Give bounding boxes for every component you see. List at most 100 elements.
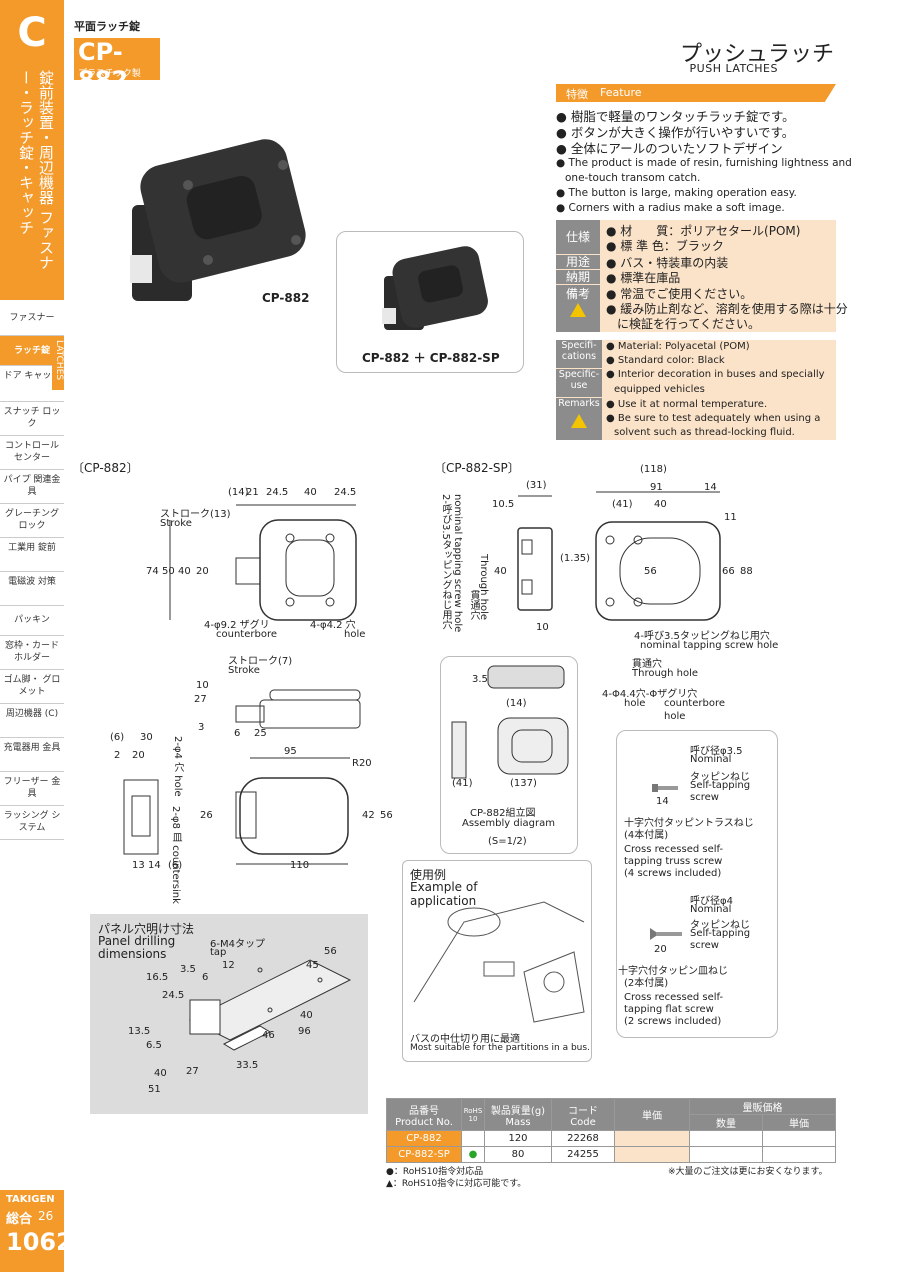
panel-drilling-diagram [188, 959, 352, 1051]
spec-color: ● 標 準 色：ブラック [606, 239, 724, 253]
spec-material: ● 材 質：ポリアセタール(POM) [606, 224, 801, 238]
row-product: CP-882 [386, 1130, 462, 1147]
feature-jp-1: ● 樹脂で軽量のワンタッチラッチ錠です。 [556, 109, 795, 124]
dim-6: 6 [234, 728, 241, 739]
note-rohs-possible: ▲：RoHS10指令に対応可能です。 [386, 1179, 527, 1189]
spec-en-label-remarks-text: Remarks [558, 398, 600, 409]
spec-en-remark-3: solvent such as thread-locking fluid. [614, 427, 795, 438]
sp-cb-hole2: hole [664, 711, 686, 722]
s1-desc-en-1: Cross recessed self- [624, 844, 724, 855]
application-title-en2: application [410, 894, 477, 908]
latches-tag: LATCHES [52, 340, 64, 390]
catalog-label: 総合 [6, 1212, 33, 1227]
page-title: プッシュラッチ [679, 42, 834, 67]
sp-tap4-label: 4-呼び3.5タッピングねじ用穴 [634, 631, 770, 642]
s2-desc-en-2: tapping flat screw [624, 1004, 714, 1015]
s1-desc-en-2: tapping truss screw [624, 856, 723, 867]
dim-56: 56 [380, 810, 393, 821]
sp-dim-40: 40 [654, 499, 667, 510]
panel-tap-en: tap [210, 947, 227, 958]
panel-dim-45: 45 [306, 960, 319, 971]
feature-en-2: ● The button is large, making operation … [556, 187, 797, 199]
panel-dim-135: 13.5 [128, 1026, 151, 1037]
nav-control-center[interactable]: コントロール センター [0, 436, 64, 470]
note-volume: ※大量のご注文は更にお安くなります。 [668, 1167, 828, 1177]
dim-20l: 20 [132, 750, 145, 761]
panel-dim-6: 6 [202, 972, 209, 983]
s2-type-en: Self-tapping [690, 928, 751, 939]
s1-qty: (4本付属) [624, 830, 669, 841]
model-name: CP-882 [78, 38, 129, 94]
th-volume: 量販価格 [689, 1098, 836, 1115]
feature-label-en: Feature [600, 86, 642, 99]
nav-snatch-lock[interactable]: スナッチ ロック [0, 402, 64, 436]
asm-title: CP-882組立図 [470, 808, 536, 819]
nav-peripheral[interactable]: 周辺機器 (C) [0, 704, 64, 738]
drawing-title-sp: 〔CP-882-SP〕 [434, 461, 520, 475]
row-product: CP-882-SP [386, 1146, 462, 1163]
nav-lashing[interactable]: ラッシング システム [0, 806, 64, 840]
row-code: 22268 [551, 1130, 615, 1147]
dim-20: 20 [196, 566, 209, 577]
asm-title-en: Assembly diagram [462, 818, 555, 829]
sp-dim-41: (41) [612, 499, 633, 510]
drawing-cp882 [123, 504, 361, 865]
counterbore-label: 4-φ9.2 ザグリ [204, 620, 270, 631]
feature-en-1: ● The product is made of resin, furnishi… [556, 157, 852, 169]
nav-emi[interactable]: 電磁波 対策 [0, 572, 64, 606]
sp-tap4-label-en: nominal tapping screw hole [640, 640, 779, 651]
dim-6b: (6) [168, 860, 183, 871]
application-note-en: Most suitable for the partitions in a bu… [410, 1043, 590, 1053]
nav-rubber-feet[interactable]: ゴム脚・ グロメット [0, 670, 64, 704]
screw-frame [616, 730, 778, 1038]
dim-245b: 24.5 [334, 487, 357, 498]
dim-14: (14) [228, 487, 249, 498]
spec-remark-3: に検証を行ってください。 [617, 317, 761, 331]
row-vol-price [762, 1130, 836, 1147]
dim-14b: 14 [148, 860, 161, 871]
sp-cb-label: 4-Φ4.4穴-Φザグリ穴 [602, 689, 698, 700]
nav-packing[interactable]: パッキン [0, 606, 64, 636]
th-vol-price: 単価 [762, 1114, 836, 1131]
spec-en-use-1: ● Interior decoration in buses and speci… [606, 369, 825, 380]
nav-pipe[interactable]: パイプ 関連金具 [0, 470, 64, 504]
nav-card-holder[interactable]: 窓枠・カード ホルダー [0, 636, 64, 670]
nav-door-catch[interactable]: ドア キャッチ [0, 366, 64, 402]
spec-en-remark-2: ● Be sure to test adequately when using … [606, 413, 821, 424]
row-rohs [461, 1130, 485, 1147]
asm-dim-35: 3.5 [472, 674, 488, 685]
sp-through-label: 貫通穴 [468, 590, 479, 620]
nav-grating[interactable]: グレーチング ロック [0, 504, 64, 538]
nav-charger[interactable]: 充電器用 金具 [0, 738, 64, 772]
hole-label: 4-φ4.2 穴 [310, 620, 356, 631]
row-price [614, 1130, 690, 1147]
stroke-13-en: Stroke [160, 518, 192, 529]
spec-label-biko-text: 備考 [565, 287, 590, 301]
nav-freezer[interactable]: フリーザー 金具 [0, 772, 64, 806]
product-photo-cp882 [130, 139, 306, 301]
spec-use: ● バス・特装車の内装 [606, 256, 729, 270]
drawing-sp [517, 491, 721, 621]
dim-74: 74 [146, 566, 159, 577]
spec-en-use-2: equipped vehicles [614, 384, 705, 395]
s1-desc: 十字穴付タッピントラスねじ [624, 818, 754, 829]
sp-through-label-en: Through hole [478, 554, 489, 621]
sp-cb-hole: hole [624, 698, 646, 709]
s1-type-en2: screw [690, 792, 719, 803]
drawing-title-cp882: 〔CP-882〕 [72, 461, 139, 475]
sp-dim-88: 88 [740, 566, 753, 577]
asm-dim-41: (41) [452, 778, 473, 789]
nav-fastener[interactable]: ファスナー [0, 300, 64, 336]
row-vol-price [762, 1146, 836, 1163]
dim-42: 42 [362, 810, 375, 821]
row-qty [689, 1130, 763, 1147]
dim-95: 95 [284, 746, 297, 757]
nav-industrial-lock[interactable]: 工業用 錠前 [0, 538, 64, 572]
s2-len: 20 [654, 944, 667, 955]
s1-nominal: 呼び径φ3.5 [690, 746, 743, 757]
row-mass: 80 [484, 1146, 552, 1163]
feature-bar: 特徴 Feature [556, 84, 836, 102]
